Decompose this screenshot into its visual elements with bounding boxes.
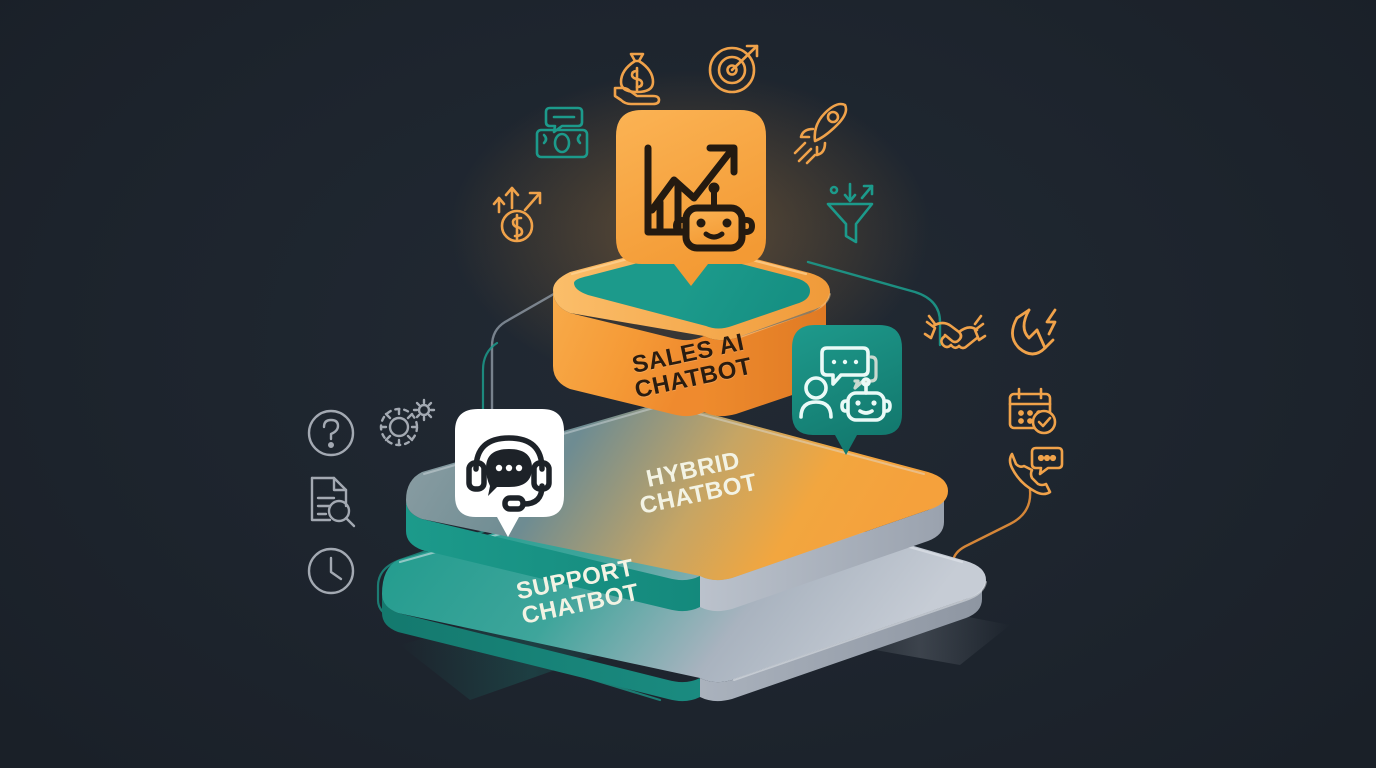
support-bubble[interactable]	[452, 406, 570, 540]
handshake-icon	[923, 314, 987, 350]
magnet-icon	[1011, 308, 1057, 356]
sales-bubble[interactable]	[612, 106, 772, 296]
tier-sales[interactable]	[553, 242, 831, 417]
robot-face-icon	[672, 182, 756, 252]
hybrid-bubble[interactable]	[789, 322, 909, 458]
target-dart-icon	[708, 44, 759, 94]
funnel-icon	[826, 182, 874, 244]
person-robot-chat-icon	[799, 346, 892, 422]
rocket-icon	[793, 102, 848, 165]
dollar-growth-icon	[492, 186, 542, 243]
document-search-icon	[310, 476, 356, 528]
money-bag-hand-icon	[613, 52, 661, 106]
calendar-check-icon	[1008, 387, 1057, 435]
connector-hybrid-left	[481, 341, 499, 454]
gears-icon	[379, 398, 436, 447]
phone-chat-icon	[1008, 446, 1064, 496]
question-circle-icon	[307, 409, 355, 457]
clock-icon	[307, 547, 355, 595]
headset-chat-icon	[466, 435, 552, 512]
money-chat-icon	[535, 106, 589, 159]
